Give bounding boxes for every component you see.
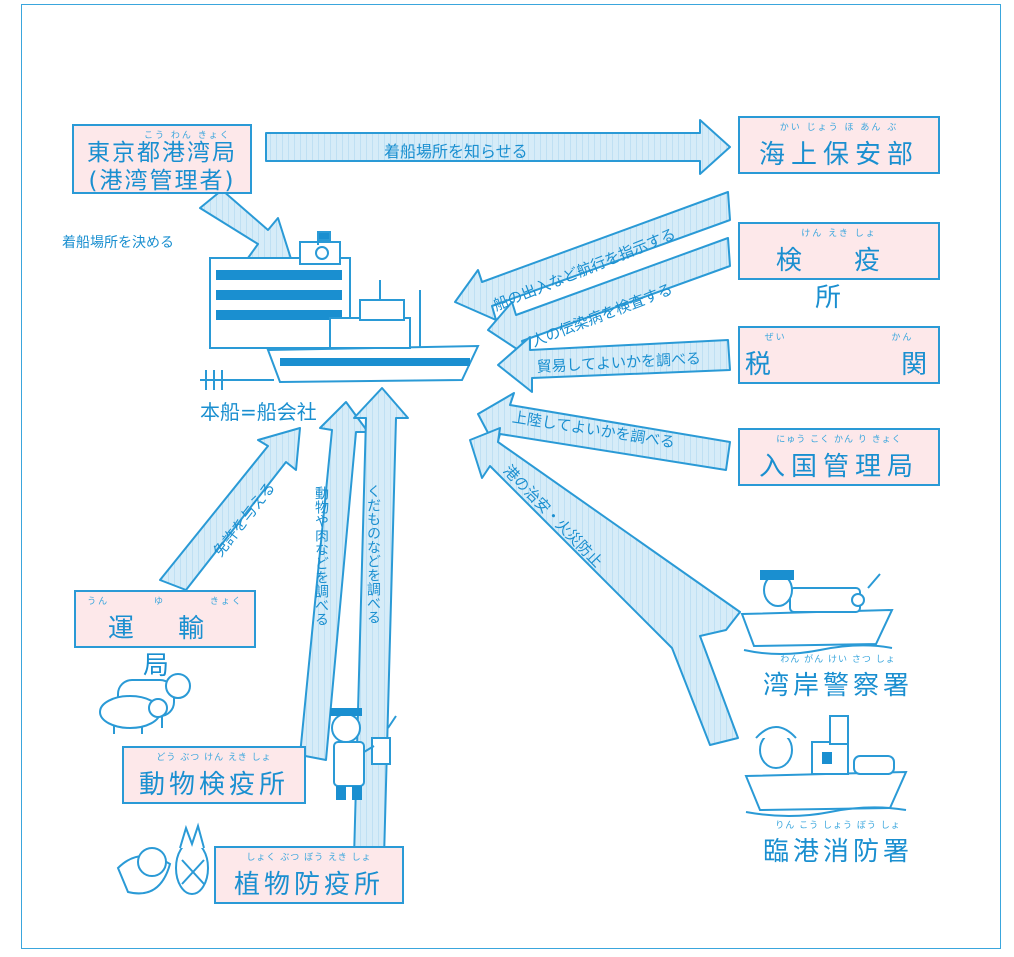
tokyo-port-ruby: こう わん きょく [144,131,231,141]
quarantine-ruby: けん えき しょ [801,229,877,239]
customs-ruby: ぜい かん [764,333,914,343]
coast-guard-name: 海上保安部 [758,140,919,170]
fire-boat-icon [744,715,908,817]
police-name: 湾岸警察署 [762,671,913,701]
fire-label: りん こう しょう ぼう しょ 臨港消防署 [748,818,928,868]
immigration-box: にゅう こく かん り きょく 入国管理局 [738,428,940,486]
livestock-icon [99,673,191,734]
plant-quarantine-name: 植物防疫所 [233,870,384,900]
fire-name: 臨港消防署 [762,837,913,867]
transport-ruby: うん ゆ きょく [87,597,243,607]
diagram-frame [21,4,1001,949]
animal-quarantine-box: どう ぶつ けん えき しょ 動物検疫所 [122,746,306,804]
police-label: わん がん けい さつ しょ 湾岸警察署 [748,652,928,702]
animal-quarantine-name: 動物検疫所 [138,770,289,800]
arrow-safety [469,427,741,746]
arrow-notify-berth-label: 着船場所を知らせる [384,142,528,161]
arrow-trade [497,336,731,393]
arrow-navigation [454,191,731,321]
inspector-icon [330,708,397,800]
fire-ruby: りん こう しょう ぼう しょ [775,821,901,831]
quarantine-box: けん えき しょ 検 疫 所 [738,222,940,313]
ship-company-label: 本船=船会社 [200,400,317,424]
ship-building-icon [200,231,480,390]
arrow-decide-berth [199,189,293,263]
plant-quarantine-ruby: しょく ぶつ ぼう えき しょ [246,853,372,863]
fruits-icon [116,822,209,895]
transport-bureau-box: うん ゆ きょく 運 輸 局 [74,590,256,681]
immigration-name: 入国管理局 [758,452,919,482]
tokyo-port-name: 東京都港湾局 [87,140,237,166]
quarantine-name: 検 疫 所 [775,246,903,313]
arrow-fruits-label: くだものなどを調べる [365,484,381,624]
coast-guard-box: かい じょう ほ あん ぶ 海上保安部 [738,116,940,174]
transport-name: 運 輸 局 [107,614,223,681]
police-ruby: わん がん けい さつ しょ [780,655,896,665]
patrol-boat-icon [740,570,894,655]
arrow-decide-berth-label: 着船場所を決める [62,235,174,251]
customs-box: ぜい かん 税 関 [738,326,940,384]
tokyo-port-role: (港湾管理者) [88,168,236,194]
customs-name: 税 関 [744,350,934,380]
arrow-fruits [353,387,409,859]
immigration-ruby: にゅう こく かん り きょく [776,435,902,445]
arrow-animals-label: 動物や肉などを調べる [313,486,329,626]
coast-guard-ruby: かい じょう ほ あん ぶ [779,123,899,133]
arrow-infection [487,237,731,356]
arrow-notify-berth [265,119,731,175]
plant-quarantine-box: しょく ぶつ ぼう えき しょ 植物防疫所 [214,846,404,904]
tokyo-port-bureau-box: こう わん きょく 東京都港湾局 (港湾管理者) [72,124,252,194]
animal-quarantine-ruby: どう ぶつ けん えき しょ [156,753,272,763]
arrow-license [159,427,301,591]
